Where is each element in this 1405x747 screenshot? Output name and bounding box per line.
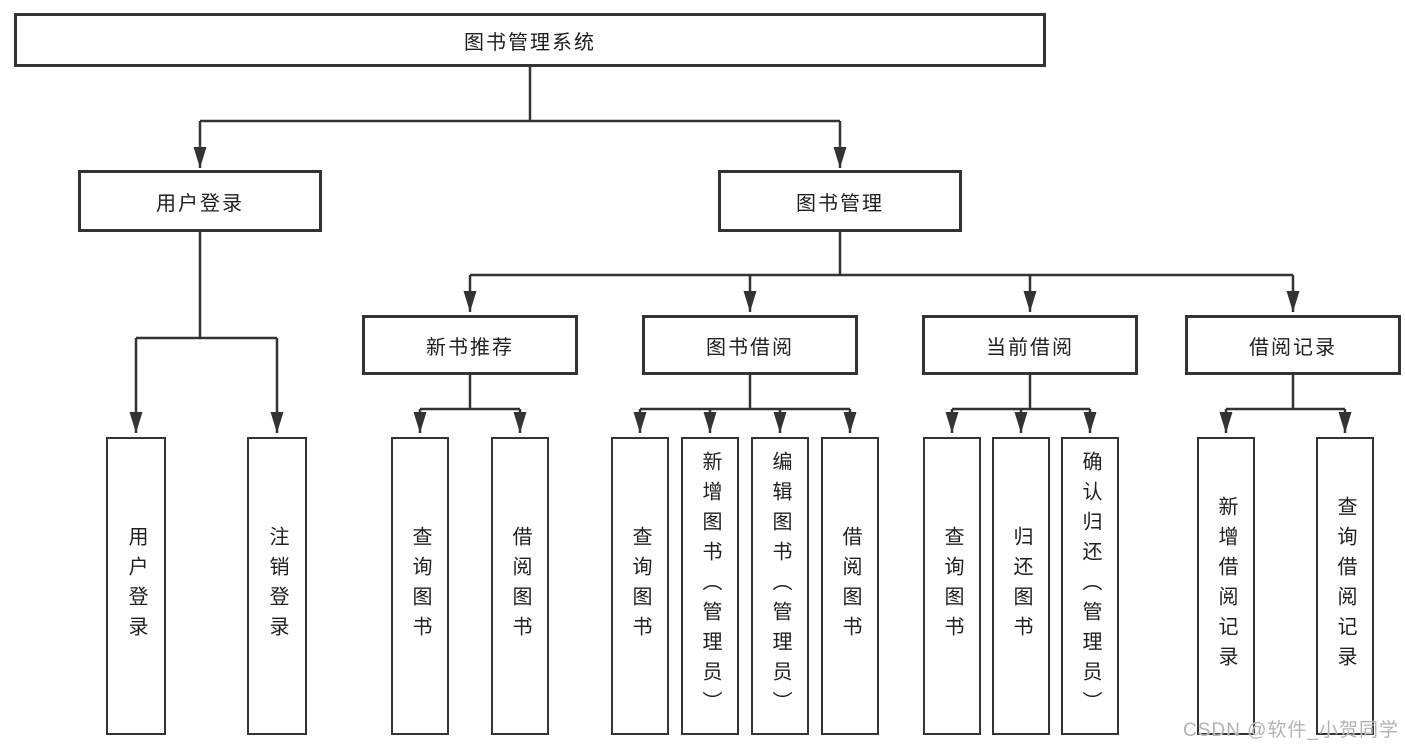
leaf-label: 查询图书 [409,526,431,646]
branch-node-user-login: 用户登录 [78,170,322,232]
leaf-label: 用户登录 [125,526,147,646]
leaf-label: 查询图书 [941,526,963,646]
connector-newbook-to-leaves [413,375,527,433]
leaf-node-query-books-borrow: 查询图书 [611,437,669,735]
leaf-node-query-borrow-record: 查询借阅记录 [1316,437,1374,735]
leaf-label: 新增借阅记录 [1215,496,1237,676]
connector-management-to-sections [463,232,1300,312]
leaf-node-add-books-admin: 新增图书（管理员） [681,437,739,735]
connector-current-to-leaves [945,375,1097,433]
leaf-label: 新增图书（管理员） [699,451,721,721]
leaf-label: 借阅图书 [839,526,861,646]
root-node-library-system: 图书管理系统 [14,13,1046,67]
section-node-new-book-recommend: 新书推荐 [362,315,578,375]
connector-root-to-level2 [193,67,847,168]
leaf-label: 查询图书 [629,526,651,646]
leaf-label: 借阅图书 [509,526,531,646]
leaf-node-borrow-books: 借阅图书 [821,437,879,735]
section-node-borrow-records: 借阅记录 [1185,315,1401,375]
section-node-book-borrowing: 图书借阅 [642,315,858,375]
leaf-node-user-login: 用户登录 [106,437,166,735]
leaf-node-query-books-current: 查询图书 [923,437,981,735]
connector-records-to-leaves [1219,375,1352,433]
leaf-node-query-books-recommend: 查询图书 [391,437,449,735]
leaf-label: 编辑图书（管理员） [769,451,791,721]
leaf-label: 注销登录 [266,526,288,646]
csdn-watermark: CSDN @软件_小贺同学 [1183,720,1399,741]
leaf-node-borrow-books-recommend: 借阅图书 [491,437,549,735]
leaf-node-logout: 注销登录 [247,437,307,735]
connector-user-to-leaves [129,232,284,433]
leaf-node-add-borrow-record: 新增借阅记录 [1197,437,1255,735]
section-node-current-borrowing: 当前借阅 [922,315,1138,375]
leaf-node-return-books: 归还图书 [992,437,1050,735]
leaf-node-edit-books-admin: 编辑图书（管理员） [751,437,809,735]
leaf-label: 确认归还（管理员） [1079,451,1101,721]
connector-borrow-to-leaves [633,375,857,433]
branch-node-book-management: 图书管理 [718,170,962,232]
leaf-label: 查询借阅记录 [1334,496,1356,676]
leaf-label: 归还图书 [1010,526,1032,646]
leaf-node-confirm-return-admin: 确认归还（管理员） [1061,437,1119,735]
